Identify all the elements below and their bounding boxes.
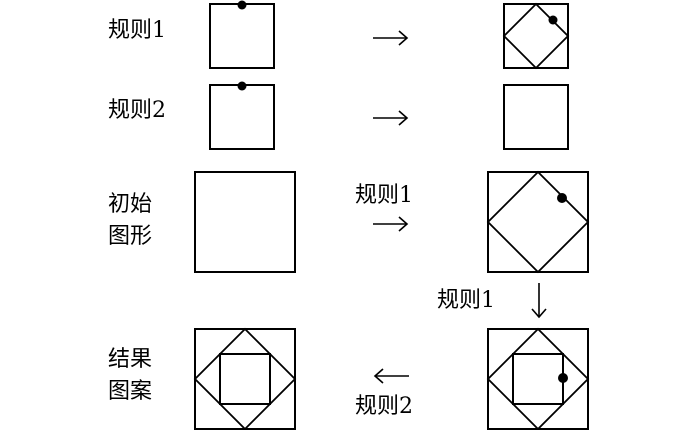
step2-arrow (531, 283, 547, 319)
step1-arrow (373, 216, 409, 232)
step2-figure (486, 327, 590, 430)
rule1-definition-label: 规则1 (108, 18, 166, 43)
step1-rule-label: 规则1 (355, 183, 413, 208)
initial-label-line1: 初始 (108, 192, 152, 217)
result-figure (193, 327, 297, 430)
step1-dot (557, 193, 567, 203)
step2-rule-label: 规则1 (437, 288, 495, 313)
rule1-before-dot (237, 0, 247, 10)
initial-label-line2: 图形 (108, 224, 152, 249)
rule1-arrow (373, 30, 409, 46)
step1-figure (486, 170, 590, 274)
result-label-line2: 图案 (108, 379, 152, 404)
rule2-arrow (373, 110, 409, 126)
rule2-definition-label: 规则2 (108, 98, 166, 123)
rule1-before-square (209, 0, 275, 69)
step3-rule-label: 规则2 (355, 394, 413, 419)
rule2-after-square (503, 84, 569, 150)
rule2-before-dot (237, 81, 247, 91)
rule2-before-square (209, 81, 275, 150)
step3-arrow (373, 368, 409, 384)
step2-dot (558, 373, 568, 383)
rule1-after-square (502, 2, 570, 70)
initial-figure (194, 171, 296, 273)
rule1-after-dot (548, 15, 558, 25)
result-label-line1: 结果 (108, 347, 152, 372)
